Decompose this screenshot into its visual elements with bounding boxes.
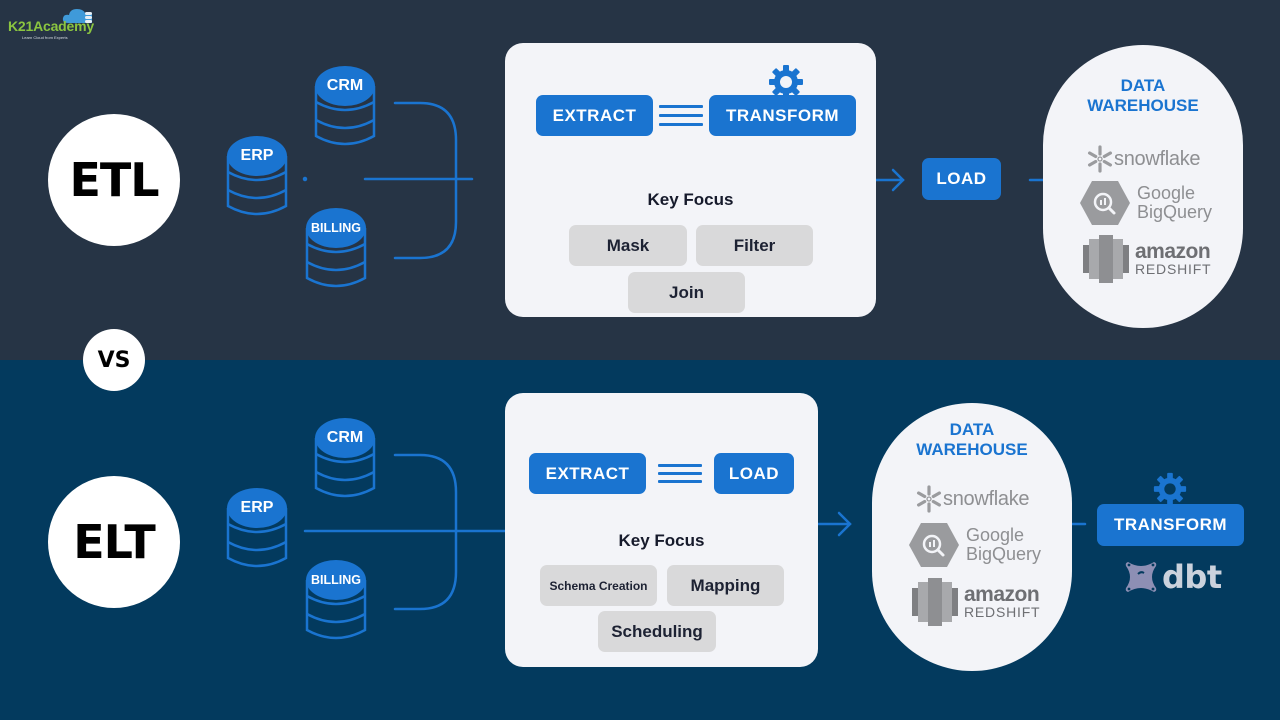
etl-source-erp: ERP [226, 134, 288, 222]
snowflake-icon [1087, 145, 1112, 173]
extract-step: EXTRACT [536, 95, 653, 136]
elt-data-warehouse: DATA WAREHOUSE snowflake Google BigQuery [872, 403, 1072, 671]
dbt-icon [1125, 562, 1157, 592]
bigquery-text-line1: Google [1137, 183, 1196, 203]
redshift-text-line1: amazon [1135, 240, 1211, 263]
snowflake-text: snowflake [1114, 147, 1201, 170]
elt-process-card: EXTRACT LOAD Key Focus Schema Creation M… [505, 393, 818, 667]
extract-step: EXTRACT [529, 453, 646, 494]
etl-source-crm: CRM [314, 64, 376, 152]
bigquery-icon [1080, 181, 1130, 225]
dbt-logo: dbt [1124, 558, 1222, 596]
snowflake-text: snowflake [943, 487, 1030, 510]
database-icon [226, 136, 288, 216]
dbt-text: dbt [1162, 558, 1222, 596]
key-focus-mask: Mask [569, 225, 687, 266]
redshift-text-line2: REDSHIFT [1135, 261, 1212, 277]
source-label: BILLING [311, 221, 361, 235]
transform-step: TRANSFORM [709, 95, 856, 136]
warehouse-title-line1: DATA [949, 420, 995, 439]
database-icon [314, 66, 376, 146]
redshift-brand: amazon REDSHIFT [912, 578, 1040, 626]
redshift-brand: amazon REDSHIFT [1083, 235, 1211, 283]
elt-source-erp: ERP [226, 486, 288, 574]
redshift-icon [912, 578, 958, 626]
key-focus-schema-creation: Schema Creation [540, 565, 657, 606]
k21academy-logo: K21Academy Learn Cloud from Experts [6, 8, 102, 40]
database-icon [314, 418, 376, 498]
snowflake-icon [916, 485, 941, 513]
gear-icon [769, 65, 803, 99]
elt-badge: ELT [48, 476, 180, 608]
source-label: BILLING [311, 573, 361, 587]
bigquery-brand: Google BigQuery [1079, 180, 1212, 226]
bigquery-icon [909, 523, 959, 567]
bigquery-text-line2: BigQuery [1137, 202, 1213, 222]
elt-source-billing: BILLING [305, 558, 367, 646]
database-icon [305, 560, 367, 640]
source-label: CRM [326, 429, 364, 446]
source-label: CRM [326, 77, 364, 94]
etl-data-warehouse: DATA WAREHOUSE snowflake Google BigQuery [1043, 45, 1243, 328]
bigquery-text-line2: BigQuery [966, 544, 1042, 564]
etl-process-card: EXTRACT TRANSFORM Key Focus Mask Filter … [505, 43, 876, 317]
snowflake-brand: snowflake [1086, 145, 1201, 173]
equals-icon [659, 105, 703, 129]
equals-icon [658, 464, 702, 488]
key-focus-join: Join [628, 272, 745, 313]
source-label: ERP [240, 147, 274, 164]
transform-step: TRANSFORM [1097, 504, 1244, 546]
key-focus-filter: Filter [696, 225, 813, 266]
logo-tagline: Learn Cloud from Experts [22, 35, 68, 40]
database-icon [305, 208, 367, 288]
key-focus-scheduling: Scheduling [598, 611, 716, 652]
cloud-icon [62, 9, 92, 23]
load-step: LOAD [922, 158, 1001, 200]
gear-icon [1153, 472, 1187, 506]
etl-badge: ETL [48, 114, 180, 246]
warehouse-title-line2: WAREHOUSE [916, 440, 1028, 459]
redshift-text-line1: amazon [964, 583, 1040, 606]
warehouse-title-line1: DATA [1120, 76, 1166, 95]
elt-source-crm: CRM [314, 416, 376, 504]
bigquery-brand: Google BigQuery [908, 522, 1041, 568]
snowflake-brand: snowflake [915, 485, 1030, 513]
source-label: ERP [240, 499, 274, 516]
warehouse-title-line2: WAREHOUSE [1087, 96, 1199, 115]
database-icon [226, 488, 288, 568]
load-step: LOAD [714, 453, 794, 494]
vs-badge: VS [83, 329, 145, 391]
etl-source-billing: BILLING [305, 206, 367, 294]
redshift-text-line2: REDSHIFT [964, 604, 1041, 620]
key-focus-mapping: Mapping [667, 565, 784, 606]
key-focus-title: Key Focus [618, 531, 705, 550]
key-focus-title: Key Focus [647, 190, 734, 209]
logo-name: K21Academy [8, 18, 94, 34]
redshift-icon [1083, 235, 1129, 283]
bigquery-text-line1: Google [966, 525, 1025, 545]
